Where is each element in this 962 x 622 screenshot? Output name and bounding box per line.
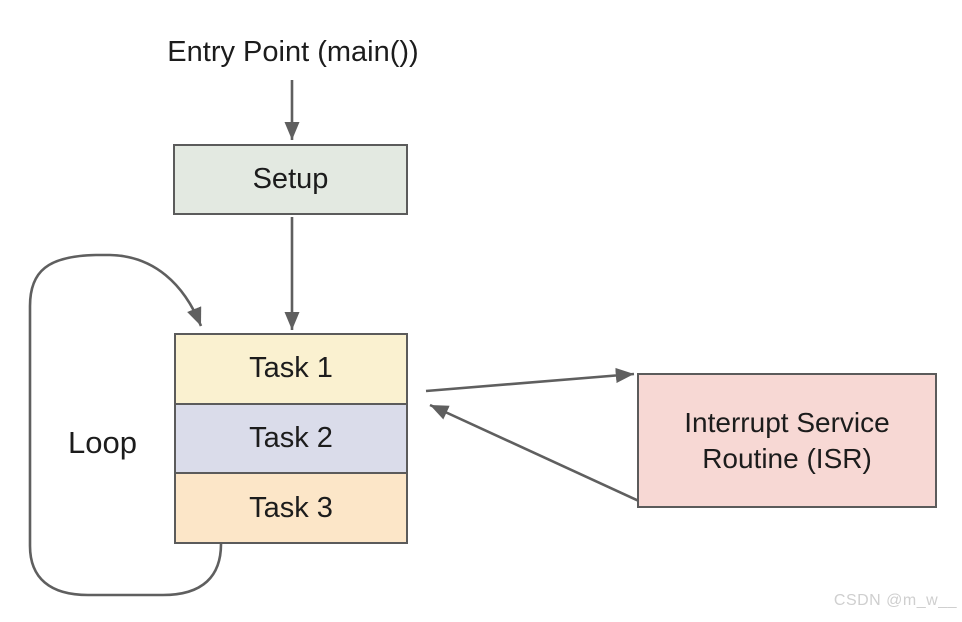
arrow-tasks-to-isr (425, 367, 635, 393)
task-stack: Task 1 Task 2 Task 3 (174, 333, 408, 544)
task3-node: Task 3 (176, 472, 406, 543)
isr-node: Interrupt Service Routine (ISR) (637, 373, 937, 508)
task2-node: Task 2 (176, 402, 406, 473)
isr-node-label: Interrupt Service Routine (ISR) (684, 406, 890, 474)
entry-point-label: Entry Point (main()) (167, 36, 419, 68)
task1-node-label: Task 1 (249, 352, 333, 385)
loop-label: Loop (68, 425, 137, 460)
arrow-isr-to-tasks (429, 403, 642, 504)
watermark: CSDN @m_w__ (833, 592, 957, 609)
setup-node: Setup (173, 144, 408, 215)
task2-node-label: Task 2 (249, 422, 333, 454)
task3-node-label: Task 3 (249, 491, 333, 524)
setup-node-label: Setup (252, 163, 329, 195)
task1-node: Task 1 (176, 335, 406, 403)
